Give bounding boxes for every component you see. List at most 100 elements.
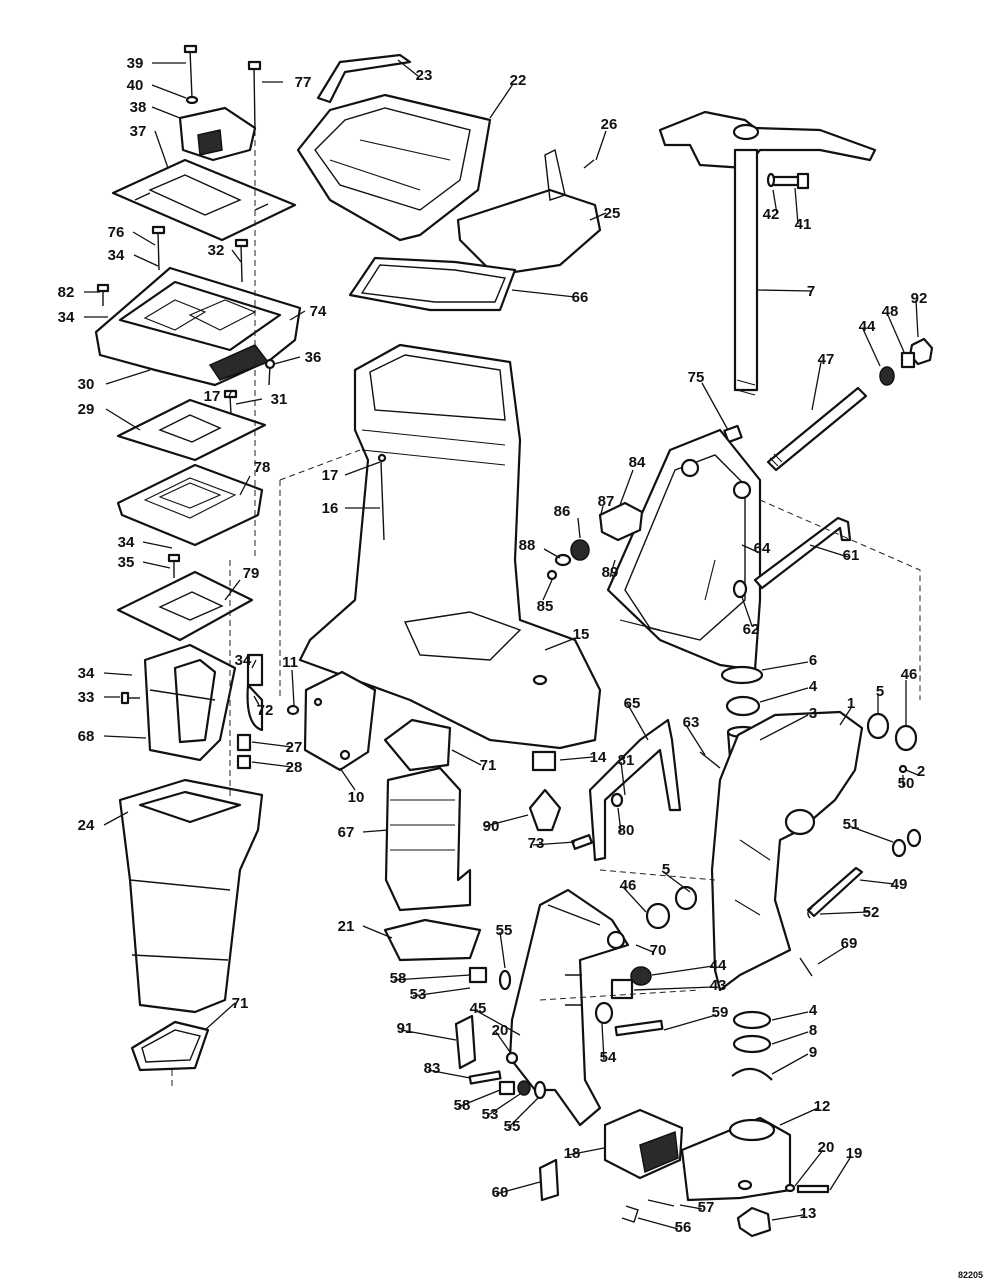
bushing-48: [900, 351, 916, 369]
callout-c38: 38: [130, 99, 147, 116]
callout-c84: 84: [629, 454, 646, 471]
callout-c88: 88: [519, 537, 536, 554]
washer-55-lower: [533, 1080, 547, 1100]
callout-c31: 31: [271, 391, 288, 408]
bushing-5-right: [866, 712, 890, 740]
callout-c16: 16: [322, 500, 339, 517]
gasket-79: [116, 570, 254, 642]
callout-c1: 1: [847, 695, 855, 712]
callout-c48: 48: [882, 303, 899, 320]
centerline-right: [279, 449, 921, 1001]
callout-c18: 18: [564, 1145, 581, 1162]
callout-c60: 60: [492, 1184, 509, 1201]
callout-c7: 7: [807, 283, 815, 300]
spring-86: [570, 539, 590, 561]
tilt-lever-65: [588, 718, 682, 862]
callout-c50: 50: [898, 775, 915, 792]
switch-84: [598, 501, 644, 542]
callout-c23: 23: [416, 67, 433, 84]
washer-54: [594, 1001, 614, 1025]
tilt-rod-61: [753, 516, 852, 590]
tube-72: [246, 653, 264, 732]
bolt-19: [796, 1184, 830, 1194]
screw-11: [286, 704, 300, 716]
seal-21: [383, 918, 482, 962]
seal-71-upper: [383, 718, 452, 772]
callout-c46b: 46: [620, 877, 637, 894]
pin-50: [898, 764, 908, 774]
callout-c64: 64: [754, 540, 771, 557]
callout-c76: 76: [108, 224, 125, 241]
screw-26: [583, 159, 595, 169]
gasket-29: [116, 398, 267, 462]
clamp-18: [603, 1108, 684, 1180]
pin-73: [571, 834, 593, 850]
callout-c89: 89: [602, 564, 619, 581]
screw-69: [799, 957, 813, 977]
callout-c58a: 58: [390, 970, 407, 987]
side-cover-25: [456, 148, 602, 277]
callout-c75: 75: [688, 369, 705, 386]
bolt-39: [183, 44, 198, 99]
nut-13: [736, 1206, 772, 1238]
bushing-53: [517, 1080, 531, 1096]
callout-c34b: 34: [58, 309, 75, 326]
centerline-left: [171, 130, 256, 1090]
exhaust-housing-24: [118, 778, 264, 1014]
grommet-90: [528, 788, 562, 832]
callout-c71b: 71: [232, 995, 249, 1012]
washer-8: [732, 1034, 772, 1054]
leader-lines: [84, 59, 919, 1230]
callout-c13: 13: [800, 1205, 817, 1222]
callout-c15: 15: [573, 626, 590, 643]
mount-38: [178, 106, 257, 162]
callout-c20a: 20: [492, 1022, 509, 1039]
callout-c71a: 71: [480, 757, 497, 774]
callout-c74: 74: [310, 303, 327, 320]
callout-c85: 85: [537, 598, 554, 615]
washer-55-upper: [498, 969, 512, 991]
callout-c34d: 34: [78, 665, 95, 682]
callout-c58b: 58: [454, 1097, 471, 1114]
callout-c39: 39: [127, 55, 144, 72]
callout-c73: 73: [528, 835, 545, 852]
grommet-14: [531, 750, 557, 772]
callout-c81: 81: [618, 752, 635, 769]
seal-71-lower: [130, 1020, 210, 1072]
callout-c57: 57: [698, 1199, 715, 1216]
washer-46-left: [645, 902, 671, 930]
callout-c82: 82: [58, 284, 75, 301]
clip-52: [807, 907, 813, 919]
gasket-37: [111, 158, 297, 242]
callout-c4b: 4: [809, 1002, 818, 1019]
callout-c29: 29: [78, 401, 95, 418]
callout-c40: 40: [127, 77, 144, 94]
bolt-76: [151, 225, 166, 271]
callout-c5b: 5: [662, 861, 670, 878]
yoke-12: [680, 1116, 792, 1202]
water-tube-67: [384, 766, 472, 912]
callout-c24: 24: [78, 817, 95, 834]
callout-c11: 11: [282, 654, 298, 671]
callout-c92: 92: [911, 290, 928, 307]
callout-c21: 21: [338, 918, 355, 935]
callout-c65: 65: [624, 695, 641, 712]
callout-c72: 72: [257, 702, 274, 719]
callout-c90: 90: [483, 818, 500, 835]
callout-c32: 32: [208, 242, 225, 259]
clip-56: [621, 1205, 639, 1223]
callout-c55a: 55: [496, 922, 513, 939]
ring-9: [731, 1067, 773, 1081]
bolt-77: [247, 60, 262, 131]
callout-c51: 51: [843, 816, 860, 833]
screw-36: [264, 358, 276, 386]
washer-42: [766, 172, 776, 188]
callout-c86: 86: [554, 503, 571, 520]
screw-57: [647, 1199, 675, 1207]
callout-c62: 62: [743, 621, 760, 638]
steering-arm-7: [658, 110, 877, 396]
callout-c4a: 4: [809, 678, 818, 695]
callout-c5a: 5: [876, 683, 884, 700]
callout-c27: 27: [286, 739, 303, 756]
